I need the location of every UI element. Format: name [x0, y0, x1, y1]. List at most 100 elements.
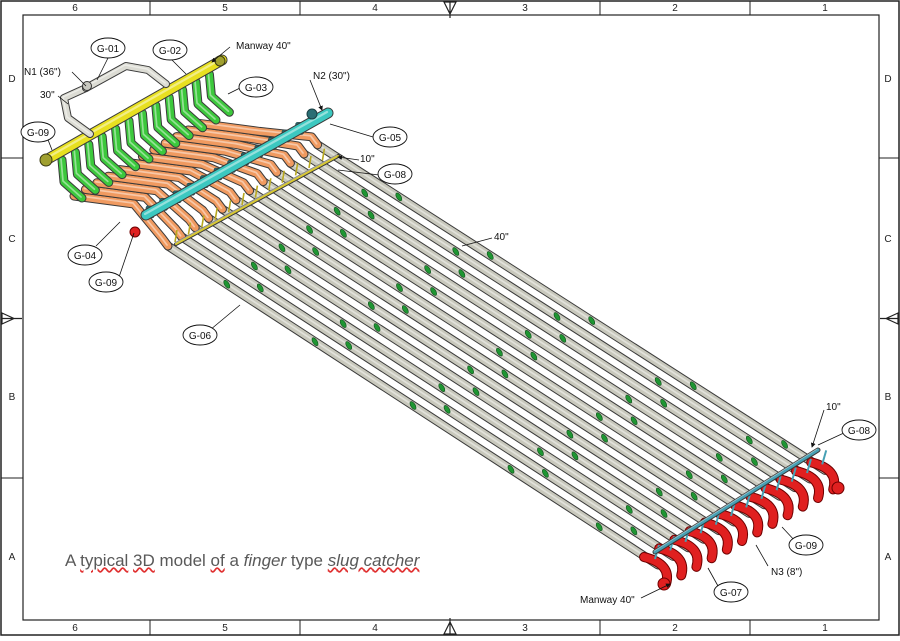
- finger-4-ring-4: [571, 451, 579, 461]
- finger-4-ring-1: [284, 265, 292, 274]
- finger-pipes: [163, 140, 830, 570]
- inlet-header: [39, 54, 228, 167]
- inlet-branch-8-body: [152, 101, 180, 147]
- inlet-branch-3-body: [85, 140, 113, 186]
- finger-12-ring-3: [588, 316, 596, 325]
- end-bend-3: [670, 535, 702, 571]
- vapor-header-main-highlight: [143, 110, 329, 216]
- center-marker-left: [1, 312, 22, 325]
- finger-2-ring-1: [256, 283, 264, 293]
- size-40-label: 40": [494, 232, 509, 243]
- slug-catcher-model: [39, 54, 845, 591]
- row-label-left-b: B: [9, 392, 16, 403]
- finger-7-ring-3: [496, 347, 503, 357]
- vapor-header-main: [140, 107, 334, 221]
- finger-8-ring-3: [530, 351, 538, 361]
- finger-9-ring-2: [424, 265, 432, 274]
- g-09-left-callout: G-09: [20, 121, 56, 143]
- finger-5-ring-3: [467, 365, 474, 375]
- g-03-label: G-03: [245, 83, 268, 94]
- inlet-branch-7-highlight: [140, 111, 163, 152]
- finger-10-ring-2: [458, 269, 466, 278]
- inlet-branch-2-highlight: [73, 150, 96, 191]
- end-bend-4: [685, 527, 717, 563]
- top-equalizer-riser-2: [187, 222, 192, 235]
- inlet-branch-12-highlight: [207, 72, 230, 113]
- finger-12-ring-5: [781, 440, 788, 449]
- col-label-top-3: 3: [522, 3, 528, 14]
- g-09-left-label: G-09: [27, 128, 50, 139]
- top-equalizer-riser-7: [254, 185, 259, 198]
- n1-nozzle: [82, 81, 92, 91]
- finger-11-ring-1: [361, 188, 369, 198]
- finger-8-ring-4: [630, 416, 638, 426]
- inlet-branch-1-highlight: [60, 158, 82, 198]
- end-bend-2: [655, 544, 687, 580]
- col-label-bottom-3: 3: [522, 623, 528, 634]
- g-08-top-label: G-08: [384, 170, 407, 181]
- equalizer-header-bottom-body: [653, 448, 820, 554]
- g-06-callout: G-06: [182, 324, 218, 346]
- finger-3-ring-4: [537, 447, 544, 456]
- finger-6-ring-4: [601, 434, 608, 443]
- finger-2-ring-2: [345, 341, 353, 350]
- caption-part-10: slug catcher: [327, 551, 420, 570]
- g-05-label: G-05: [379, 133, 402, 144]
- manway-top-cap: [214, 55, 226, 67]
- finger-6-ring-3: [501, 369, 509, 379]
- top-equalizer-header: [174, 154, 340, 246]
- finger-10-ring-1: [367, 210, 375, 220]
- finger-2-ring-4: [542, 469, 549, 478]
- finger-1-ring-3: [409, 401, 417, 410]
- finger-8-ring-5: [720, 474, 728, 484]
- inlet-branch-7-body: [138, 109, 166, 155]
- finger-6-ring-2: [401, 305, 409, 314]
- finger-9-ring-3: [524, 330, 532, 339]
- equalizer-riser-12: [821, 450, 828, 465]
- finger-6-ring-1: [312, 247, 320, 256]
- inlet-loop-pipe-upper-body: [83, 63, 169, 91]
- finger-7-ring-1: [306, 225, 313, 234]
- inlet-branch-9-highlight: [167, 95, 190, 136]
- finger-2-ring-5: [630, 526, 638, 536]
- size-10-bottom-label: 10": [826, 402, 841, 413]
- inlet-header-end-cap: [39, 153, 53, 167]
- inlet-branch-1: [57, 155, 87, 203]
- g-03-callout: G-03: [238, 76, 274, 98]
- end-bend-11: [792, 467, 823, 502]
- finger-5-ring-5: [655, 487, 663, 497]
- col-label-top-4: 4: [372, 3, 378, 14]
- col-label-bottom-4: 4: [372, 623, 378, 634]
- top-equalizer-riser-10: [294, 163, 299, 176]
- g-09-mid-label: G-09: [95, 278, 118, 289]
- inlet-loop-pipe-upper: [82, 62, 170, 92]
- center-marker-right: [880, 312, 899, 325]
- inlet-branch-5-highlight: [113, 126, 136, 167]
- inlet-branch-1-body: [58, 156, 86, 202]
- col-label-top-5: 5: [222, 3, 228, 14]
- equalizer-header-bottom: [652, 447, 821, 555]
- center-marker-top: [443, 1, 457, 18]
- inlet-branch-3-highlight: [86, 142, 109, 183]
- finger-end-caps: [639, 457, 845, 591]
- finger-5-ring-4: [566, 429, 574, 439]
- col-label-top-1: 1: [822, 3, 828, 14]
- g-02-label: G-02: [159, 46, 182, 57]
- inlet-branch-12: [204, 69, 234, 117]
- inlet-branches: [57, 69, 234, 203]
- row-label-right-c: C: [884, 234, 891, 245]
- g-09-right-label: G-09: [795, 541, 818, 552]
- top-equalizer-header-body: [175, 155, 339, 245]
- row-label-left-a: A: [9, 552, 16, 563]
- equalizer-riser-9: [775, 475, 782, 491]
- finger-4-ring-5: [660, 509, 668, 518]
- vapor-header-main-body: [141, 108, 333, 220]
- finger-1-ring-2: [311, 337, 319, 346]
- inlet-branch-5: [111, 124, 141, 172]
- inlet-branch-7: [137, 108, 167, 156]
- inlet-branch-11: [191, 77, 221, 125]
- g-04-label: G-04: [74, 251, 97, 262]
- inlet-header-main-body: [41, 55, 227, 165]
